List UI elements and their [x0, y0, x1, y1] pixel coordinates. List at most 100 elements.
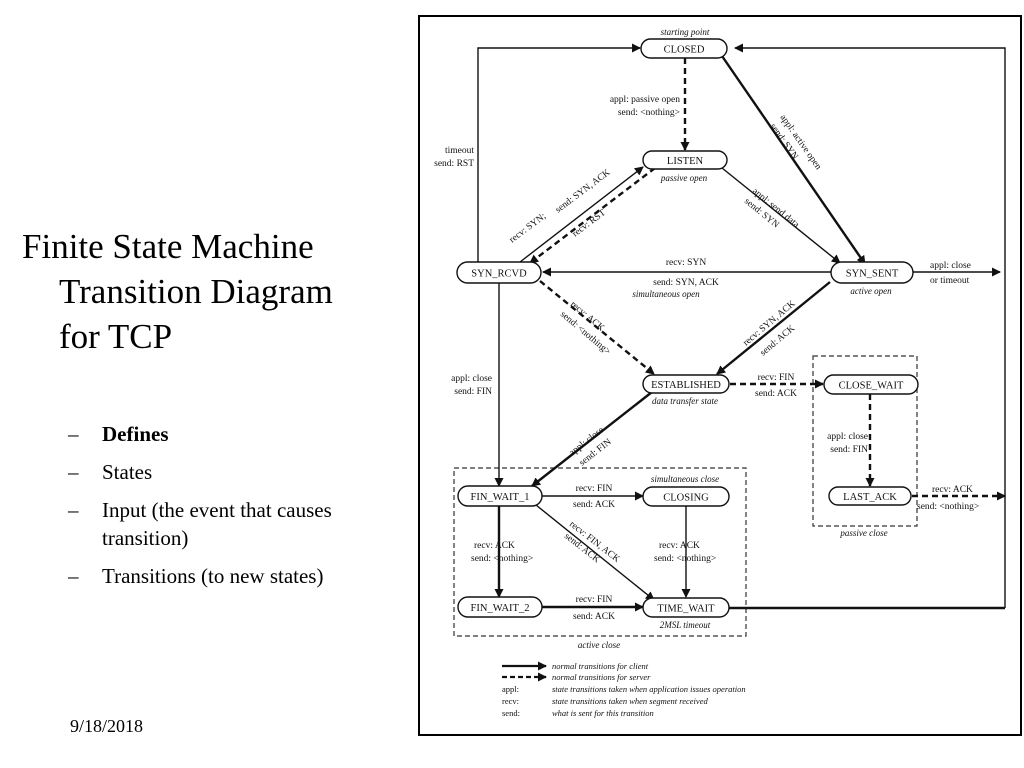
bullet-item: – Input (the event that causes transitio…	[68, 496, 418, 552]
bullet-text: Defines	[102, 422, 169, 446]
legend-recv-text: state transitions taken when segment rec…	[552, 696, 708, 706]
state-listen: LISTEN	[642, 150, 728, 170]
bullet-item: – Transitions (to new states)	[68, 562, 418, 590]
label-lastack-send-nothing: send: <nothing>	[917, 502, 979, 512]
edge-right-rail	[734, 43, 1006, 608]
bullet-text-continued: transition)	[102, 526, 189, 550]
slide-title: Finite State Machine Transition Diagram …	[22, 224, 412, 359]
state-closed: CLOSED	[640, 38, 728, 59]
label-finw2-recv-fin: recv: FIN	[576, 595, 613, 605]
state-close-wait: CLOSE_WAIT	[823, 374, 919, 395]
state-last-ack-label: LAST_ACK	[843, 492, 897, 503]
edge-listen-synsent	[721, 167, 841, 264]
edge-synsent-established	[716, 281, 831, 375]
diagram-frame	[418, 15, 1022, 736]
state-syn-sent: SYN_SENT	[830, 261, 914, 284]
label-est-send-ack: send: ACK	[755, 389, 797, 399]
label-synrcvd-appl-close: appl: close	[451, 374, 492, 384]
state-established-label: ESTABLISHED	[651, 380, 721, 391]
label-closewait-send-fin: send: FIN	[830, 445, 868, 455]
edge-synrcvd-established	[539, 280, 655, 375]
bullet-list: – Defines – States – Input (the event th…	[68, 420, 418, 600]
bullet-dash: –	[68, 564, 79, 588]
bullet-text: States	[102, 460, 153, 484]
state-established: ESTABLISHED	[642, 374, 730, 394]
label-simopen-recv: recv: SYN	[666, 258, 707, 268]
active-close-box	[453, 467, 747, 637]
legend-send-text: what is sent for this transition	[552, 708, 654, 718]
edge-synrcvd-listen	[519, 166, 644, 263]
label-synrcvd-send-fin: send: FIN	[454, 387, 492, 397]
edge-listen-synrcvd	[529, 167, 656, 264]
state-time-wait: TIME_WAIT	[642, 597, 730, 618]
state-syn-rcvd: SYN_RCVD	[456, 261, 542, 284]
label-closing-send-nothing: send: <nothing>	[654, 554, 716, 564]
caption-active-close: active close	[578, 640, 620, 650]
label-est-recv-fin: recv: FIN	[758, 373, 795, 383]
label-closewait-appl-close: appl: close	[827, 432, 868, 442]
edge-timeout	[477, 43, 641, 264]
legend: normal transitions for client normal tra…	[502, 661, 746, 718]
caption-simultaneous-close: simultaneous close	[651, 474, 719, 484]
state-closing: CLOSING	[642, 486, 730, 507]
label-listen-recv-syn: recv: SYN;	[508, 212, 548, 246]
state-syn-rcvd-label: SYN_RCVD	[471, 269, 527, 280]
label-finw2-send-ack: send: ACK	[573, 612, 615, 622]
label-closing-recv-ack: recv: ACK	[659, 541, 700, 551]
slide-date: 9/18/2018	[70, 716, 144, 736]
legend-server-text: normal transitions for server	[552, 672, 651, 682]
captions: starting point passive open simultaneous…	[578, 27, 892, 650]
state-nodes: CLOSED LISTEN SYN_RCVD SYN_SENT ESTABLIS…	[456, 38, 919, 618]
passive-close-box	[812, 355, 918, 527]
state-fin-wait-1-label: FIN_WAIT_1	[471, 492, 530, 503]
bullet-item: – Defines	[68, 420, 418, 448]
edge-finwait1-timewait	[535, 504, 655, 601]
edge-established-finwait1	[531, 391, 653, 487]
label-synsent-close: appl: close	[930, 261, 971, 271]
state-listen-label: LISTEN	[667, 156, 704, 167]
caption-starting-point: starting point	[661, 27, 710, 37]
legend-appl-text: state transitions taken when application…	[552, 684, 746, 694]
label-passive-open: appl: passive open	[610, 95, 680, 105]
legend-send-key: send:	[502, 708, 520, 718]
label-timeout: timeout	[445, 146, 474, 156]
tcp-state-diagram: CLOSED LISTEN SYN_RCVD SYN_SENT ESTABLIS…	[418, 15, 1022, 736]
state-last-ack: LAST_ACK	[828, 486, 912, 506]
bullet-text: Transitions (to new states)	[102, 564, 324, 588]
state-fin-wait-1: FIN_WAIT_1	[457, 485, 543, 507]
caption-passive-close: passive close	[839, 528, 887, 538]
state-time-wait-label: TIME_WAIT	[657, 604, 715, 615]
state-closing-label: CLOSING	[663, 493, 709, 504]
label-recv-rst: recv: RST	[571, 208, 608, 239]
edges	[477, 43, 1006, 612]
bullet-dash: –	[68, 498, 79, 522]
label-timeout-send: send: RST	[434, 159, 474, 169]
title-line-2: Transition Diagram	[59, 272, 333, 311]
label-finw1-send-nothing: send: <nothing>	[471, 554, 533, 564]
bullet-dash: –	[68, 460, 79, 484]
state-syn-sent-label: SYN_SENT	[846, 269, 899, 280]
legend-appl-key: appl:	[502, 684, 519, 694]
state-fin-wait-2: FIN_WAIT_2	[457, 596, 543, 618]
label-synsent-timeout: or timeout	[930, 276, 970, 286]
caption-msl-timeout: 2MSL timeout	[660, 620, 711, 630]
label-passive-open-send: send: <nothing>	[618, 108, 680, 118]
caption-active-open: active open	[850, 286, 892, 296]
caption-simultaneous-open: simultaneous open	[632, 289, 700, 299]
title-line-3: for TCP	[59, 317, 173, 356]
state-closed-label: CLOSED	[664, 45, 705, 56]
edge-closed-synsent	[721, 55, 866, 265]
bullet-text: Input (the event that causes	[102, 498, 332, 522]
caption-data-transfer-state: data transfer state	[652, 396, 718, 406]
title-line-1: Finite State Machine	[22, 227, 314, 266]
label-lastack-recv-ack: recv: ACK	[932, 485, 973, 495]
state-close-wait-label: CLOSE_WAIT	[839, 381, 904, 392]
legend-recv-key: recv:	[502, 696, 519, 706]
state-fin-wait-2-label: FIN_WAIT_2	[471, 603, 530, 614]
label-finw1-send-ack: send: ACK	[573, 500, 615, 510]
label-simopen-send: send: SYN, ACK	[653, 278, 719, 288]
bullet-item: – States	[68, 458, 418, 486]
bullet-dash: –	[68, 422, 79, 446]
caption-passive-open: passive open	[660, 173, 708, 183]
label-finw1-recv-ack: recv: ACK	[474, 541, 515, 551]
